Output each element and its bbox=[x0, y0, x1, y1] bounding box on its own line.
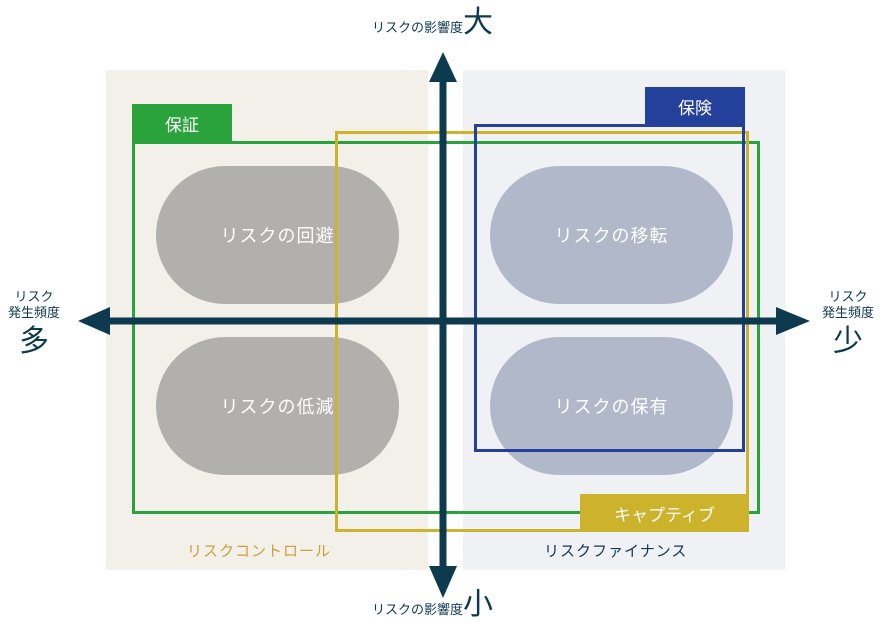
axis-bottom-label: リスクの影響度小 bbox=[372, 586, 493, 624]
insurance-tag-label: 保険 bbox=[678, 98, 712, 119]
insurance-tag: 保険 bbox=[645, 87, 745, 125]
risk-avoidance-pill: リスクの回避 bbox=[156, 166, 399, 304]
risk-finance-label: リスクファイナンス bbox=[544, 542, 688, 560]
axis-arrow-up bbox=[429, 52, 457, 82]
axis-top-label: リスクの影響度大 bbox=[372, 4, 493, 42]
captive-tag-label: キャプティブ bbox=[614, 505, 715, 526]
axis-bottom-prefix: リスクの影響度 bbox=[372, 603, 464, 618]
risk-retention-pill: リスクの保有 bbox=[490, 337, 733, 475]
axis-left-line1: リスク bbox=[14, 290, 54, 305]
axis-arrow-left bbox=[78, 307, 110, 335]
risk-reduction-label: リスクの低減 bbox=[220, 397, 335, 418]
axis-left-label: リスク 発生頻度 多 bbox=[4, 290, 64, 360]
risk-transfer-label: リスクの移転 bbox=[554, 226, 669, 247]
axis-left-big: 多 bbox=[19, 323, 49, 359]
axis-right-line1: リスク bbox=[828, 290, 868, 305]
axis-top-prefix: リスクの影響度 bbox=[372, 21, 464, 36]
axis-right-label: リスク 発生頻度 少 bbox=[818, 290, 878, 360]
risk-control-label: リスクコントロール bbox=[187, 542, 332, 560]
axis-arrow-right bbox=[776, 307, 810, 335]
axis-top-big: 大 bbox=[463, 5, 494, 40]
axis-right-big: 少 bbox=[833, 323, 863, 359]
risk-transfer-pill: リスクの移転 bbox=[490, 166, 733, 304]
axis-left-line2: 発生頻度 bbox=[7, 306, 60, 322]
axis-arrow-down bbox=[429, 566, 457, 598]
guarantee-tag-label: 保証 bbox=[165, 115, 199, 136]
risk-reduction-pill: リスクの低減 bbox=[156, 337, 399, 475]
risk-avoidance-label: リスクの回避 bbox=[220, 226, 335, 247]
risk-retention-label: リスクの保有 bbox=[554, 397, 669, 418]
axis-right-line2: 発生頻度 bbox=[821, 306, 874, 322]
insurance-group-outline bbox=[474, 124, 745, 452]
axis-bottom-big: 小 bbox=[463, 587, 494, 622]
guarantee-tag: 保証 bbox=[132, 104, 232, 142]
captive-group-outline bbox=[335, 131, 749, 532]
captive-tag: キャプティブ bbox=[580, 494, 749, 532]
